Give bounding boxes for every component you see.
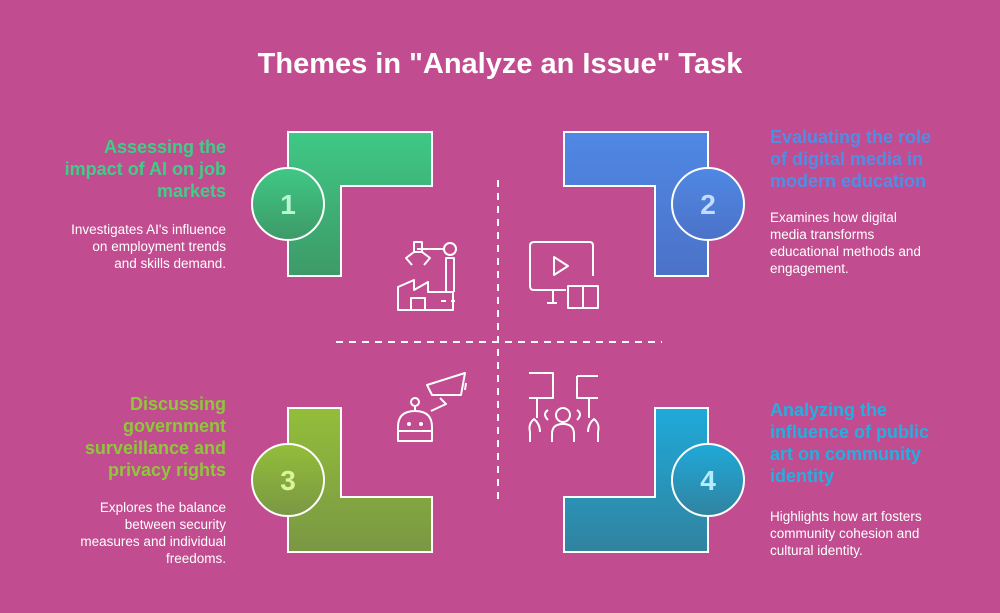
quadrant-1-shape — [251, 131, 433, 277]
factory-robot-arm-icon — [397, 241, 457, 311]
quadrant-3-shape — [251, 407, 433, 553]
number-badge-1 — [251, 167, 325, 241]
number-4: 4 — [700, 465, 716, 496]
quadrant-2-shape — [563, 131, 745, 277]
number-badge-4 — [671, 443, 745, 517]
number-2: 2 — [700, 189, 716, 220]
page-title: Themes in "Analyze an Issue" Task — [257, 48, 743, 80]
monitor-video-book-icon — [529, 241, 599, 309]
community-protest-signs-icon — [528, 372, 600, 442]
number-1: 1 — [280, 189, 296, 220]
number-badge-3 — [251, 443, 325, 517]
surveillance-camera-robot-icon — [397, 372, 467, 442]
number-badge-2 — [671, 167, 745, 241]
number-3: 3 — [280, 465, 296, 496]
quadrant-4-shape — [563, 407, 745, 553]
